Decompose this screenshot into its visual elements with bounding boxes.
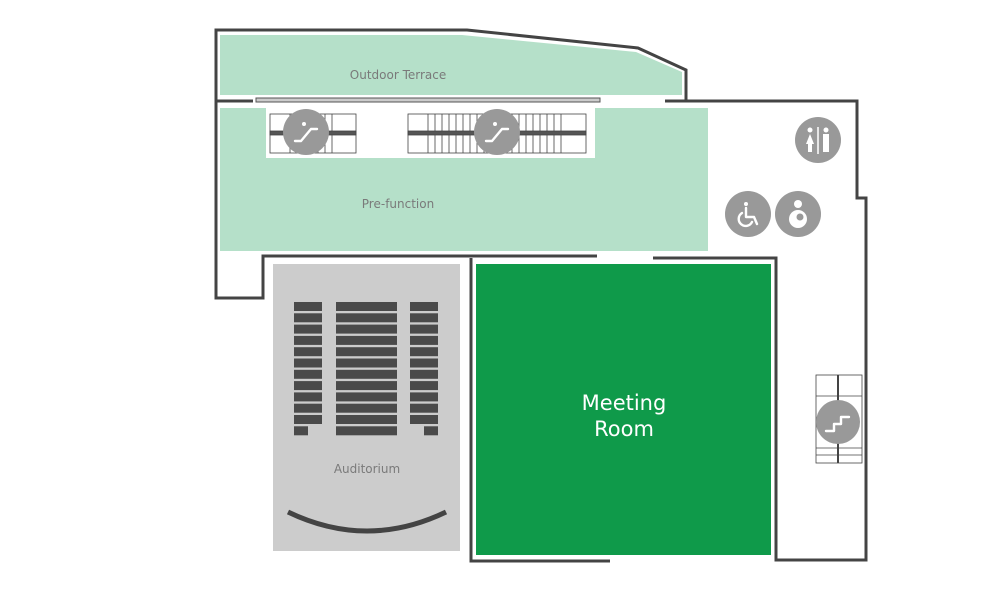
seat-row	[336, 313, 397, 323]
seat-row	[410, 313, 438, 323]
seat-row	[336, 358, 397, 368]
escalator-icon[interactable]	[283, 109, 329, 155]
auditorium-stage	[286, 509, 448, 534]
meeting-room-area[interactable]	[476, 264, 771, 555]
seat-row	[410, 392, 438, 402]
seat-row	[336, 381, 397, 391]
wall-meeting-left	[469, 258, 610, 563]
escalator-icon[interactable]	[474, 109, 520, 155]
seat-row	[410, 324, 438, 334]
wall-east	[653, 99, 868, 562]
seat-row	[410, 415, 438, 424]
railing	[255, 97, 601, 103]
auditorium-seating	[294, 302, 438, 436]
seat-row	[336, 415, 397, 424]
meeting-room-label-line1: Meeting	[582, 391, 667, 415]
seat-row	[410, 347, 438, 357]
seat-row	[294, 403, 322, 413]
seat-row	[294, 302, 322, 311]
seat-row	[336, 302, 397, 311]
seat-row	[294, 313, 322, 323]
seat-row	[410, 302, 438, 311]
pre-function-label: Pre-function	[362, 197, 434, 211]
seat-row	[294, 392, 322, 402]
seat-row	[336, 369, 397, 379]
seat-row	[294, 415, 322, 424]
seat-row	[410, 381, 438, 391]
seat-row	[410, 403, 438, 413]
seat-row	[294, 347, 322, 357]
accessible-icon[interactable]	[725, 191, 771, 237]
restroom-icon[interactable]	[795, 117, 841, 163]
seat-row	[410, 369, 438, 379]
seat-row	[336, 426, 397, 436]
seat-row	[336, 335, 397, 345]
seat-row	[336, 324, 397, 334]
seat-row	[424, 426, 438, 436]
seat-row	[336, 347, 397, 357]
baby-care-icon[interactable]	[775, 191, 821, 237]
seat-row	[294, 324, 322, 334]
outdoor-terrace-label: Outdoor Terrace	[350, 68, 446, 82]
seat-row	[294, 369, 322, 379]
seat-row	[294, 381, 322, 391]
seat-row	[294, 335, 322, 345]
seat-row	[294, 358, 322, 368]
seat-row	[410, 358, 438, 368]
seat-row	[336, 403, 397, 413]
seat-row	[410, 335, 438, 345]
seat-row	[294, 426, 308, 436]
stairs-icon[interactable]	[816, 400, 860, 444]
auditorium-label: Auditorium	[334, 462, 400, 476]
meeting-room-label-line2: Room	[594, 417, 654, 441]
outdoor-terrace-area[interactable]	[220, 35, 682, 95]
seat-row	[336, 392, 397, 402]
wall-left	[214, 101, 597, 300]
